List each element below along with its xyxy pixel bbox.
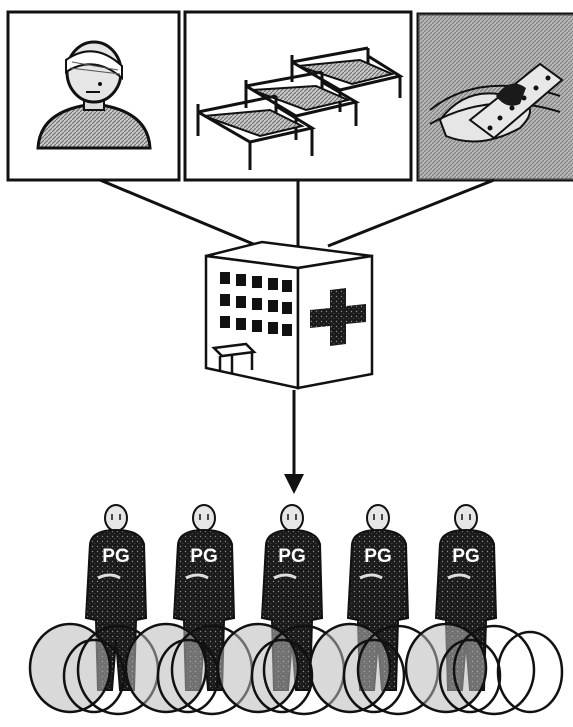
panel-hospital-beds [185, 12, 411, 180]
panel-injured-person [8, 12, 179, 180]
connector-left [100, 180, 258, 246]
hospital-building-icon [206, 242, 372, 388]
panel-medical-supplies [418, 14, 573, 180]
connector-right [328, 180, 494, 246]
pg-label: PG [278, 546, 305, 567]
pg-label: PG [102, 546, 129, 567]
pg-label: PG [364, 546, 391, 567]
arrow-down [284, 390, 304, 494]
bandage-supplies-icon [418, 14, 573, 180]
pg-label: PG [190, 546, 217, 567]
pg-label: PG [452, 546, 479, 567]
connector-lines [100, 180, 494, 246]
